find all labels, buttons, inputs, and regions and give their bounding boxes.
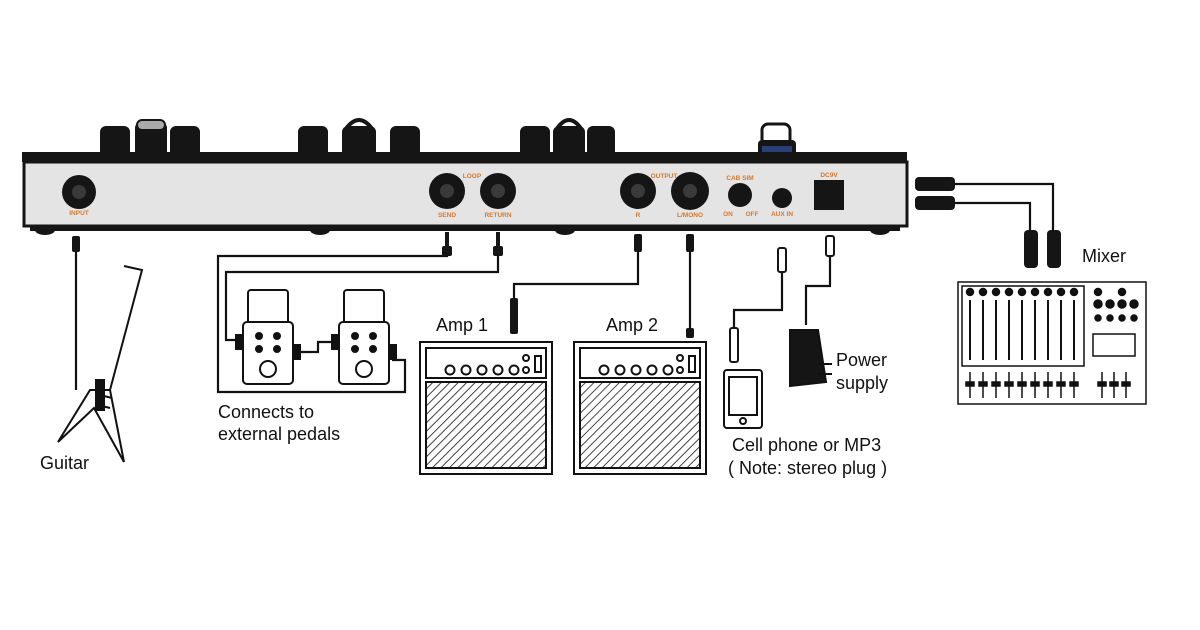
panel-label-cab-sim: CAB SIM: [726, 175, 753, 182]
output-r-jack: [620, 173, 656, 209]
aux-in-jack: [772, 188, 792, 208]
panel-label-dc9v: DC9V: [820, 172, 838, 179]
return-jack: [480, 173, 516, 209]
unit-rear-panel: [22, 152, 909, 235]
send-jack: [429, 173, 465, 209]
panel-label-send: SEND: [438, 212, 456, 219]
cab-sim-switch: [728, 183, 752, 207]
panel-label-loop: LOOP: [463, 173, 482, 180]
plugs: [72, 177, 1061, 363]
panel-label-l-mono: L/MONO: [677, 212, 703, 219]
input-jack: [62, 175, 96, 209]
guitar-label: Guitar: [40, 453, 90, 473]
power-supply-icon: [789, 329, 832, 388]
dc9v-jack: [814, 180, 844, 210]
power-label-line1: Power: [836, 350, 888, 370]
external-pedal-right: [331, 289, 397, 385]
pedals-label-line2: external pedals: [218, 424, 341, 444]
amp-1-label: Amp 1: [436, 315, 489, 335]
phone-icon: [723, 369, 763, 429]
amp-1-icon: [419, 341, 553, 475]
power-label-line2: supply: [836, 373, 889, 393]
mixer-icon: [957, 281, 1147, 405]
amp-2-icon: [573, 341, 707, 475]
mixer-label: Mixer: [1082, 246, 1126, 266]
panel-label-r: R: [636, 212, 641, 219]
panel-label-output: OUTPUT: [651, 173, 678, 180]
panel-label-input: INPUT: [69, 210, 89, 217]
phone-label-line2: ( Note: stereo plug ): [728, 458, 888, 478]
panel-label-cab-off: OFF: [746, 211, 759, 218]
amp-2-label: Amp 2: [606, 315, 659, 335]
pedals-label-line1: Connects to: [218, 402, 315, 422]
panel-label-cab-on: ON: [723, 211, 733, 218]
external-pedal-left: [235, 289, 301, 385]
output-l-mono-jack: [671, 172, 709, 210]
guitar-icon: [57, 265, 144, 463]
panel-label-aux-in: AUX IN: [771, 211, 793, 218]
phone-label-line1: Cell phone or MP3: [732, 435, 882, 455]
panel-label-return: RETURN: [484, 212, 511, 219]
